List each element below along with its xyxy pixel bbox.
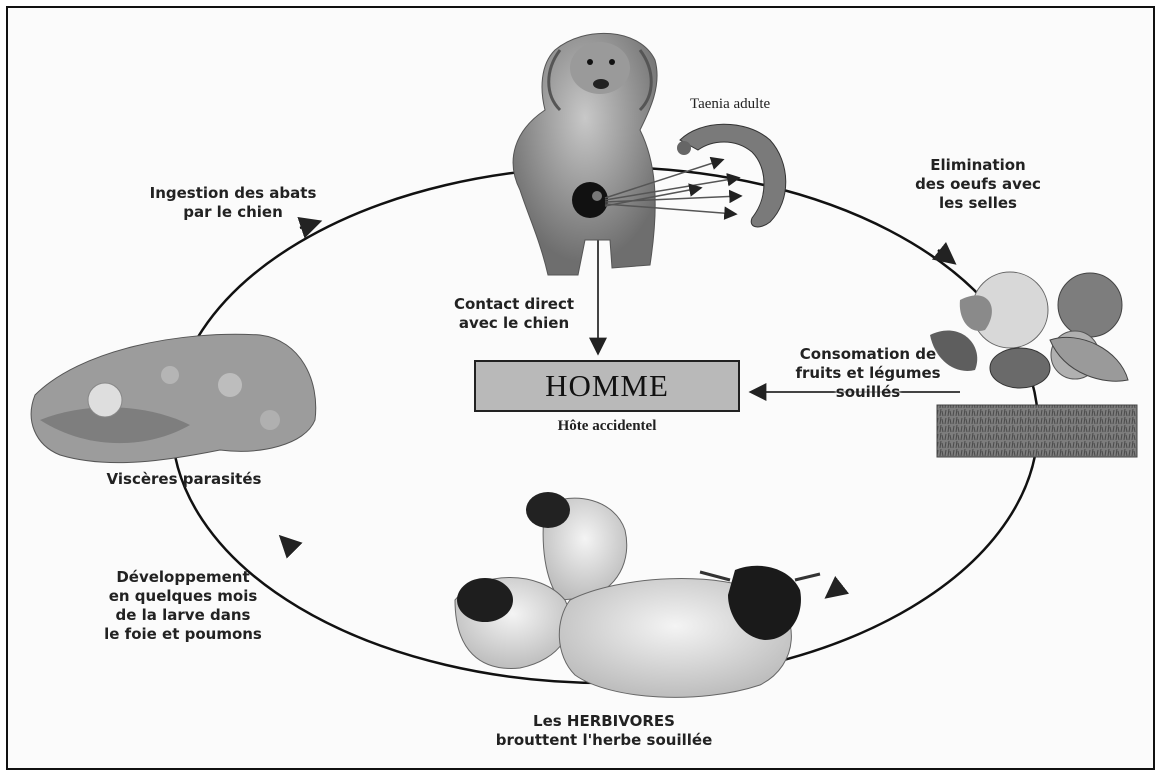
grass-picture: [937, 405, 1137, 457]
label-elimination: Elimination des oeufs avec les selles: [888, 156, 1068, 213]
homme-label: HOMME: [545, 368, 669, 404]
intestine-spot: [572, 182, 608, 218]
label-developpement: Développement en quelques mois de la lar…: [78, 568, 288, 644]
dog-picture: [513, 33, 657, 275]
sheep-picture: [455, 492, 820, 697]
liver-picture: [31, 334, 316, 462]
label-ingestion: Ingestion des abats par le chien: [116, 184, 350, 222]
homme-box: HOMME: [474, 360, 740, 412]
arrow-ingestion: [300, 222, 318, 228]
label-contact: Contact direct avec le chien: [432, 295, 596, 333]
label-visceres: Viscères parasités: [84, 470, 284, 489]
label-herbivores: Les HERBIVORES brouttent l'herbe souillé…: [454, 712, 754, 750]
label-consommation: Consomation de fruits et légumes souillé…: [758, 345, 978, 402]
arrow-herbivores: [828, 585, 842, 596]
arrow-developpement: [282, 538, 292, 548]
label-hote-accidentel: Hôte accidentel: [474, 418, 740, 435]
label-tapeworm: Taenia adulte: [690, 96, 770, 113]
hydatid-cyst: [88, 383, 122, 417]
